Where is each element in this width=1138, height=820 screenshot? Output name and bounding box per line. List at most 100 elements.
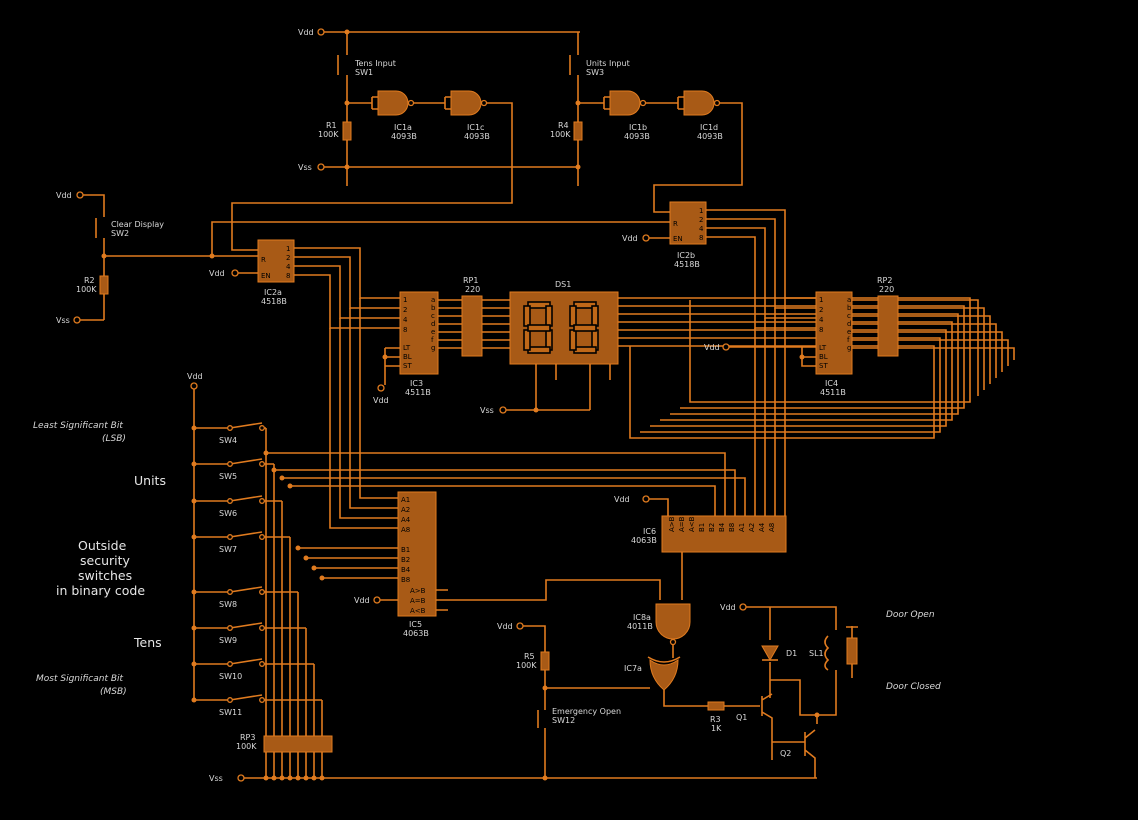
sl1-solenoid [846, 637, 858, 665]
svg-text:DS1: DS1 [555, 280, 571, 289]
svg-text:B2: B2 [401, 556, 410, 564]
svg-text:b: b [847, 304, 852, 312]
svg-text:in binary code: in binary code [56, 583, 145, 598]
svg-text:4011B: 4011B [627, 622, 653, 631]
svg-text:2: 2 [819, 306, 823, 314]
svg-text:LT: LT [819, 344, 827, 352]
clear-display-section: Vdd Vss Clear Display SW2 R2 100K [56, 191, 670, 325]
svg-text:Vdd: Vdd [704, 343, 720, 352]
units-label: Units [134, 473, 166, 488]
svg-text:EN: EN [261, 272, 271, 280]
ic2a-part: 4518B [261, 297, 287, 306]
svg-text:B1: B1 [401, 546, 410, 554]
rp2-resistor-pack: RP2 220 [852, 276, 1015, 396]
svg-text:1K: 1K [711, 724, 722, 733]
svg-text:(LSB): (LSB) [102, 434, 126, 444]
svg-text:security: security [80, 553, 131, 568]
sw3-label: SW3 [586, 68, 604, 77]
sw2-name: Clear Display [111, 220, 164, 229]
svg-text:Q2: Q2 [780, 749, 791, 758]
svg-text:ST: ST [819, 362, 828, 370]
svg-text:Vdd: Vdd [497, 622, 513, 631]
svg-text:A>B: A>B [668, 516, 676, 532]
door-closed-label: Door Closed [886, 682, 941, 692]
switch-label: SW5 [219, 472, 237, 481]
svg-text:a: a [847, 296, 851, 304]
svg-text:d: d [847, 320, 851, 328]
svg-text:LT: LT [403, 344, 411, 352]
vdd-top-label: Vdd [298, 28, 314, 37]
svg-text:Least Significant Bit: Least Significant Bit [33, 421, 123, 431]
sw1-label: SW1 [355, 68, 373, 77]
svg-text:A=B: A=B [678, 516, 686, 532]
rp3-resistor-pack [263, 735, 333, 753]
svg-text:1: 1 [699, 207, 703, 215]
ic1a-gate [377, 90, 409, 116]
svg-text:B2: B2 [708, 523, 716, 532]
svg-text:f: f [847, 336, 850, 344]
r1-resistor [342, 121, 352, 141]
ic8a-gate [655, 603, 691, 640]
svg-text:switches: switches [78, 568, 132, 583]
svg-text:A2: A2 [401, 506, 410, 514]
svg-text:(MSB): (MSB) [100, 687, 127, 697]
ic6-label: IC6 [643, 527, 656, 536]
ds1-display: DS1 Vss [480, 280, 971, 439]
svg-text:100K: 100K [516, 661, 537, 670]
svg-text:100K: 100K [236, 742, 257, 751]
svg-text:f: f [431, 336, 434, 344]
svg-text:8: 8 [286, 272, 290, 280]
switch-sw9: SW9 [191, 622, 309, 781]
switch-label: SW7 [219, 545, 237, 554]
r3-resistor [707, 701, 725, 711]
switch-label: SW4 [219, 436, 237, 445]
ic1d-label: IC1d [700, 123, 718, 132]
svg-text:Vdd: Vdd [187, 372, 203, 381]
ic1c-part: 4093B [464, 132, 490, 141]
ic3-label: IC3 [410, 379, 423, 388]
r4-value: 100K [550, 130, 571, 139]
svg-text:B4: B4 [718, 522, 726, 532]
r4-label: R4 [558, 121, 569, 130]
svg-text:1: 1 [286, 245, 290, 253]
svg-text:8: 8 [819, 326, 823, 334]
vss-bus: Vss RP3 100K [209, 733, 817, 783]
svg-text:a: a [431, 296, 435, 304]
svg-text:2: 2 [403, 306, 407, 314]
svg-text:Outside: Outside [78, 538, 127, 553]
units-input-section: Units Input SW3 R4 100K IC1b 4093B IC1d … [550, 55, 743, 213]
vss-clear-label: Vss [56, 316, 70, 325]
svg-text:g: g [847, 344, 851, 352]
digit-tens [523, 301, 553, 354]
ic5-part: 4063B [403, 629, 429, 638]
side-notes: Least Significant Bit (LSB) Units Outsid… [33, 421, 166, 697]
svg-text:RP3: RP3 [240, 733, 255, 742]
svg-text:2: 2 [699, 216, 703, 224]
solenoid-driver-section: Vdd D1 SL1 Q1 Q2 Door Open Door Closed [720, 603, 941, 778]
ic3-decoder: 1 2 4 8 LT BL ST IC3 4511B Vdd [373, 291, 439, 405]
svg-text:220: 220 [465, 285, 480, 294]
r1-value: 100K [318, 130, 339, 139]
svg-text:Vdd: Vdd [720, 603, 736, 612]
svg-text:A8: A8 [768, 523, 776, 532]
svg-text:8: 8 [699, 234, 703, 242]
svg-text:RP1: RP1 [463, 276, 478, 285]
svg-text:A2: A2 [748, 523, 756, 532]
svg-text:Q1: Q1 [736, 713, 747, 722]
svg-text:R: R [673, 220, 678, 228]
ic1b-gate [609, 90, 641, 116]
svg-text:Vdd: Vdd [614, 495, 630, 504]
svg-text:d: d [431, 320, 435, 328]
door-open-label: Door Open [886, 610, 935, 620]
switch-sw5: SW5 [191, 458, 277, 781]
ic1d-gate [683, 90, 715, 116]
ic1a-label: IC1a [394, 123, 412, 132]
svg-text:A<B: A<B [688, 516, 696, 532]
rp1-resistor-pack: RP1 220 [438, 276, 510, 357]
vss-top-label: Vss [298, 163, 312, 172]
svg-text:c: c [847, 312, 851, 320]
svg-text:ST: ST [403, 362, 412, 370]
